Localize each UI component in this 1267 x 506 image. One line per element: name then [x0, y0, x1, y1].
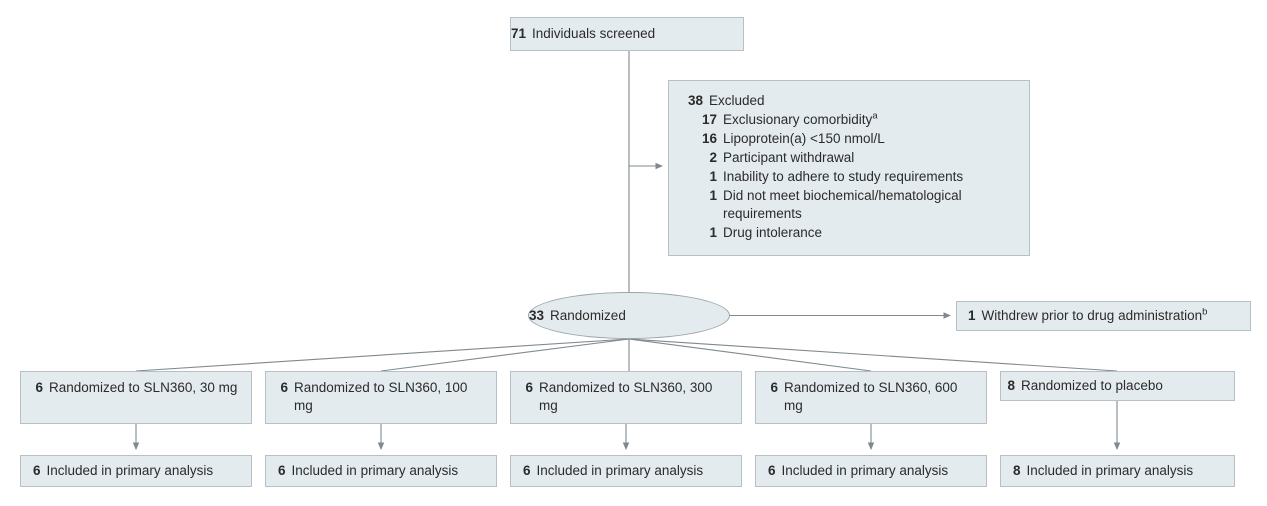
screened-label: Individuals screened [532, 26, 656, 42]
randomized-label: Randomized [550, 307, 626, 323]
excluded-reason-count: 17 [701, 112, 717, 127]
arm-count: 6 [525, 380, 533, 395]
node-included-in-primary-analysis: 6 Included in primary analysis [20, 455, 252, 487]
excluded-reason-label: Drug intolerance [723, 224, 823, 240]
excluded-reason-count: 1 [709, 169, 717, 184]
excluded-reason-row: 1 Inability to adhere to study requireme… [679, 168, 1019, 186]
withdrew-label: Withdrew prior to drug administrationb [981, 306, 1208, 324]
node-included-in-primary-analysis: 6 Included in primary analysis [265, 455, 497, 487]
excluded-reason-count: 1 [709, 188, 717, 203]
excluded-reason-label: Did not meet biochemical/hematological r… [723, 188, 962, 221]
randomized-count: 33 [529, 307, 545, 323]
node-randomized: 33 Randomized [528, 292, 730, 339]
node-arm-randomized: 6 Randomized to SLN360, 100 mg [265, 371, 497, 424]
arm-count: 8 [1007, 378, 1015, 394]
node-included-in-primary-analysis: 6 Included in primary analysis [510, 455, 742, 487]
analysis-count: 6 [33, 463, 41, 479]
arm-label: Randomized to SLN360, 100 mg [294, 380, 468, 413]
analysis-count: 6 [523, 463, 531, 479]
arm-count: 6 [280, 380, 288, 395]
excluded-reason-count: 2 [709, 150, 717, 165]
analysis-label: Included in primary analysis [46, 463, 214, 479]
screened-count: 71 [511, 26, 527, 42]
analysis-count: 8 [1013, 463, 1021, 479]
withdrew-count: 1 [968, 308, 976, 324]
arm-label: Randomized to SLN360, 600 mg [784, 380, 958, 413]
analysis-count: 6 [278, 463, 286, 479]
excluded-reason-row: 1 Did not meet biochemical/hematological… [679, 187, 1019, 222]
arm-count: 6 [770, 380, 778, 395]
excluded-label: Excluded [709, 93, 765, 108]
excluded-reason-label: Participant withdrawal [723, 150, 855, 165]
excluded-reason-label: Exclusionary comorbiditya [723, 110, 878, 127]
analysis-count: 6 [768, 463, 776, 479]
excluded-reason-count: 16 [701, 131, 717, 146]
node-included-in-primary-analysis: 6 Included in primary analysis [755, 455, 987, 487]
node-individuals-screened: 71 Individuals screened [510, 17, 744, 51]
analysis-label: Included in primary analysis [536, 463, 704, 479]
excluded-reason-label: Inability to adhere to study requirement… [723, 169, 964, 184]
excluded-reason-label: Lipoprotein(a) <150 nmol/L [723, 131, 885, 146]
node-arm-randomized: 6 Randomized to SLN360, 300 mg [510, 371, 742, 424]
node-included-in-primary-analysis: 8 Included in primary analysis [1000, 455, 1235, 487]
footnote-marker: b [1202, 306, 1208, 318]
excluded-reason-row: 16 Lipoprotein(a) <150 nmol/L [679, 130, 1019, 148]
analysis-label: Included in primary analysis [781, 463, 949, 479]
footnote-marker: a [872, 110, 878, 122]
analysis-label: Included in primary analysis [1026, 463, 1194, 479]
analysis-label: Included in primary analysis [291, 463, 459, 479]
excluded-count: 38 [687, 93, 703, 108]
node-arm-randomized: 8 Randomized to placebo [1000, 371, 1235, 401]
excluded-reason-row: 2 Participant withdrawal [679, 149, 1019, 167]
excluded-reason-count: 1 [709, 224, 717, 240]
excluded-reason-row: 17 Exclusionary comorbiditya [679, 111, 1019, 129]
arm-label: Randomized to SLN360, 30 mg [49, 380, 238, 395]
node-arm-randomized: 6 Randomized to SLN360, 600 mg [755, 371, 987, 424]
excluded-reason-row: 1 Drug intolerance [679, 224, 1019, 242]
excluded-header-row: 38 Excluded [679, 92, 1019, 110]
arm-count: 6 [35, 380, 43, 395]
node-excluded: 38 Excluded 17 Exclusionary comorbiditya… [668, 80, 1030, 256]
node-arm-randomized: 6 Randomized to SLN360, 30 mg [20, 371, 252, 424]
arm-label: Randomized to SLN360, 300 mg [539, 380, 713, 413]
node-withdrew-prior-to-drug: 1 Withdrew prior to drug administrationb [956, 301, 1251, 331]
arm-label: Randomized to placebo [1021, 378, 1163, 394]
